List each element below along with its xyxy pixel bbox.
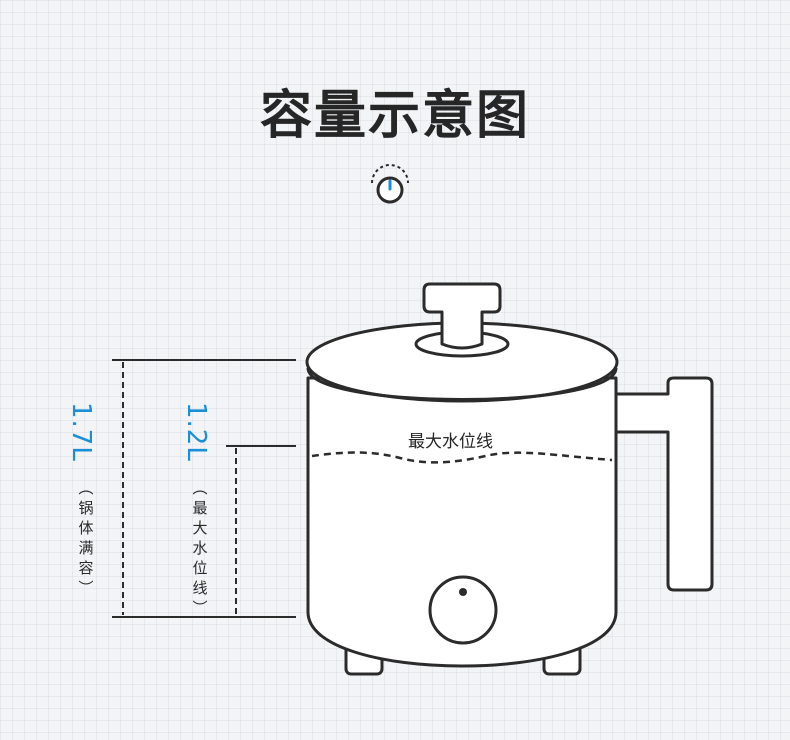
pot-handle [610,376,714,592]
pot-illustration [305,282,714,676]
full-capacity-value: 1.7L [66,402,96,462]
control-knob [428,575,498,645]
measure-lines [112,359,296,618]
pot-body [306,376,618,668]
page-title: 容量示意图 [259,86,530,146]
power-knob-icon [371,164,409,204]
max-water-line-label: 最大水位线 [408,432,493,452]
max-water-value: 1.2L [181,402,211,462]
control-knob-dot [459,588,467,596]
full-capacity-note: ︵锅体满容︶ [78,479,94,597]
lid-knob [422,282,502,350]
max-water-note: ︵最大水位线︶ [192,479,208,617]
